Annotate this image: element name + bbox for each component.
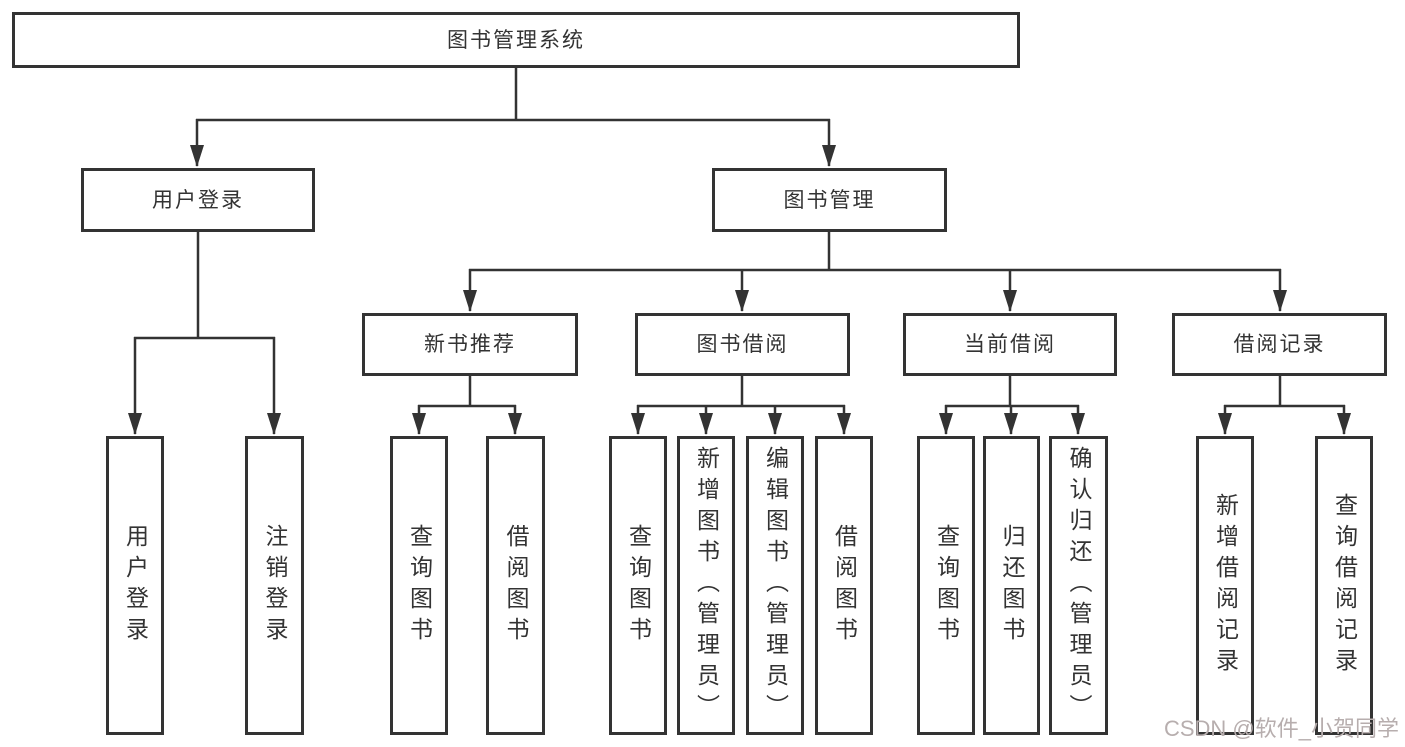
leaf-edit-book-admin: 编辑图书（管理员） xyxy=(746,436,804,735)
leaf-return-book-label: 归还图书 xyxy=(999,523,1025,648)
node-book-mgmt: 图书管理 xyxy=(712,168,947,232)
leaf-query-borrow-record: 查询借阅记录 xyxy=(1315,436,1373,735)
leaf-add-borrow-record-label: 新增借阅记录 xyxy=(1212,492,1239,679)
leaf-logout: 注销登录 xyxy=(245,436,304,735)
leaf-return-book: 归还图书 xyxy=(983,436,1040,735)
node-current-borrow-label: 当前借阅 xyxy=(964,333,1056,356)
connector-root-to-level2 xyxy=(190,68,836,167)
leaf-query-book-3-label: 查询图书 xyxy=(933,523,960,648)
leaf-borrow-book-1: 借阅图书 xyxy=(486,436,545,735)
node-root-label: 图书管理系统 xyxy=(447,28,585,52)
leaf-query-book-1-label: 查询图书 xyxy=(406,523,433,648)
node-root: 图书管理系统 xyxy=(12,12,1020,68)
node-current-borrow: 当前借阅 xyxy=(903,313,1117,376)
node-user-login: 用户登录 xyxy=(81,168,315,232)
connector-current-borrow-children xyxy=(939,376,1085,435)
node-new-book-rec: 新书推荐 xyxy=(362,313,578,376)
node-borrow-records: 借阅记录 xyxy=(1172,313,1387,376)
leaf-borrow-book-2: 借阅图书 xyxy=(815,436,873,735)
leaf-add-book-admin-label: 新增图书（管理员） xyxy=(693,446,720,725)
leaf-borrow-book-1-label: 借阅图书 xyxy=(503,523,529,648)
node-book-borrow-label: 图书借阅 xyxy=(696,333,789,356)
connector-borrow-records-children xyxy=(1218,376,1351,435)
leaf-confirm-return-admin-label: 确认归还（管理员） xyxy=(1066,446,1092,725)
leaf-add-borrow-record: 新增借阅记录 xyxy=(1196,436,1254,735)
leaf-user-login-label: 用户登录 xyxy=(122,523,149,648)
node-book-mgmt-label: 图书管理 xyxy=(783,188,876,212)
connector-user-login-children xyxy=(128,232,281,435)
connector-book-borrow-children xyxy=(631,376,851,435)
connector-new-book-rec-children xyxy=(412,376,522,435)
leaf-query-book-1: 查询图书 xyxy=(390,436,448,735)
leaf-edit-book-admin-label: 编辑图书（管理员） xyxy=(762,446,789,725)
leaf-add-book-admin: 新增图书（管理员） xyxy=(677,436,735,735)
leaf-query-book-3: 查询图书 xyxy=(917,436,975,735)
leaf-query-book-2: 查询图书 xyxy=(609,436,667,735)
leaf-query-borrow-record-label: 查询借阅记录 xyxy=(1331,492,1358,679)
connector-book-mgmt-children xyxy=(463,232,1287,312)
node-book-borrow: 图书借阅 xyxy=(635,313,850,376)
csdn-watermark: CSDN @软件_小贺同学 xyxy=(1163,716,1399,741)
node-borrow-records-label: 借阅记录 xyxy=(1233,333,1326,356)
leaf-logout-label: 注销登录 xyxy=(262,523,288,648)
node-new-book-rec-label: 新书推荐 xyxy=(424,333,516,356)
node-user-login-label: 用户登录 xyxy=(152,188,244,212)
leaf-borrow-book-2-label: 借阅图书 xyxy=(831,523,858,648)
leaf-user-login: 用户登录 xyxy=(106,436,164,735)
leaf-confirm-return-admin: 确认归还（管理员） xyxy=(1049,436,1108,735)
leaf-query-book-2-label: 查询图书 xyxy=(625,523,652,648)
